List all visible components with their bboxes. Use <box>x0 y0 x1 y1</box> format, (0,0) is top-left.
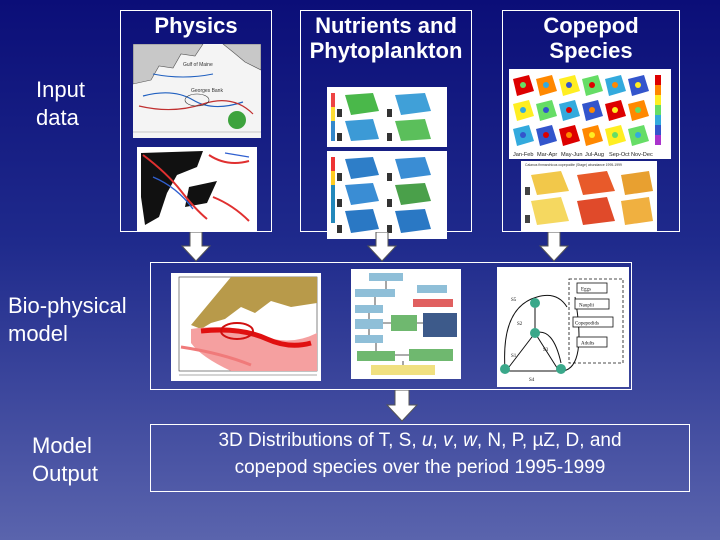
output-panel: 3D Distributions of T, S, u, v, w, N, P,… <box>150 424 690 492</box>
nutrients-panel: Nutrients and Phytoplankton <box>300 10 472 239</box>
stage-adults: Adults <box>581 342 594 347</box>
model-stage-diagram-thumbnail: Eggs Nauplii Copepodids Adults S5 S2 S3 … <box>497 267 629 387</box>
copepod-map-spot <box>589 82 595 88</box>
copepod-map-spot <box>520 132 526 138</box>
model-grid-thumbnail <box>171 273 321 381</box>
row-label-model: Bio-physical model <box>8 293 127 346</box>
s1-text: S1 <box>511 354 517 359</box>
copepod-map-spot <box>635 107 641 113</box>
copepod-map-spot <box>612 107 618 113</box>
month-sep-oct: Sep-Oct <box>609 152 630 158</box>
month-mar-apr: Mar-Apr <box>537 152 557 158</box>
copepod-map-spot <box>589 132 595 138</box>
s4-text: S4 <box>529 378 535 383</box>
s2-text: S2 <box>517 322 523 327</box>
copepod-map-spot <box>635 132 641 138</box>
month-jan-feb: Jan-Feb <box>513 152 534 158</box>
georges-bank-text: Georges Bank <box>191 88 223 94</box>
output-line-2: copepod species over the period 1995-199… <box>234 457 606 478</box>
s5-text: S5 <box>511 298 517 303</box>
model-flowchart-thumbnail <box>351 269 461 379</box>
stage-eggs: Eggs <box>581 288 591 293</box>
model-panel: Eggs Nauplii Copepodids Adults S5 S2 S3 … <box>150 262 632 390</box>
copepod-map-spot <box>520 82 526 88</box>
s3-text: S3 <box>543 348 549 353</box>
phytoplankton-maps-thumbnail <box>327 151 447 239</box>
copepod-panel: Copepod Species Jan-Feb Mar-Apr May-Jun … <box>502 10 680 232</box>
copepod-map-spot <box>543 107 549 113</box>
copepod-map-spot <box>566 107 572 113</box>
copepod-stage-thumbnail: Calanus finmarchicus copepodite (Stage) … <box>521 161 657 231</box>
copepod-map-spot <box>566 82 572 88</box>
copepod-map-spot <box>520 107 526 113</box>
copepod-map-spot <box>543 82 549 88</box>
nutrient-maps-thumbnail <box>327 87 447 147</box>
month-jul-aug: Jul-Aug <box>585 152 604 158</box>
physics-map-thumbnail: Gulf of Maine Georges Bank <box>133 44 261 138</box>
copepod-map-spot <box>566 132 572 138</box>
gulf-of-maine-text: Gulf of Maine <box>183 62 213 68</box>
row-label-input: Input data <box>36 77 85 130</box>
nutrients-title: Nutrients and Phytoplankton <box>309 13 463 63</box>
copepod-map-spot <box>635 82 641 88</box>
month-may-jun: May-Jun <box>561 152 582 158</box>
month-nov-dec: Nov-Dec <box>631 152 653 158</box>
stage-copepodids: Copepodids <box>575 322 599 327</box>
physics-title: Physics <box>154 13 238 38</box>
copepod-map-spot <box>589 107 595 113</box>
copepod-map-spot <box>612 82 618 88</box>
copepod-title: Copepod Species <box>543 13 639 63</box>
arrow-copepod-to-model <box>538 232 570 262</box>
copepod-map-spot <box>612 132 618 138</box>
arrow-physics-to-model <box>180 232 212 262</box>
physics-current-thumbnail <box>137 147 257 231</box>
copepod-map-spot <box>543 132 549 138</box>
copepod-bimonthly-thumbnail: Jan-Feb Mar-Apr May-Jun Jul-Aug Sep-Oct … <box>509 69 671 159</box>
arrow-nutrients-to-model <box>366 232 398 262</box>
arrow-model-to-output <box>385 390 419 422</box>
row-label-output: Model Output <box>32 433 99 486</box>
output-line-1: 3D Distributions of T, S, u, v, w, N, P,… <box>218 430 622 451</box>
output-description: 3D Distributions of T, S, u, v, w, N, P,… <box>151 427 689 481</box>
copepod-caption-text: Calanus finmarchicus copepodite (Stage) … <box>525 163 622 167</box>
stage-nauplii: Nauplii <box>579 304 595 309</box>
physics-panel: Physics Gulf of Maine Georges Bank <box>120 10 272 232</box>
